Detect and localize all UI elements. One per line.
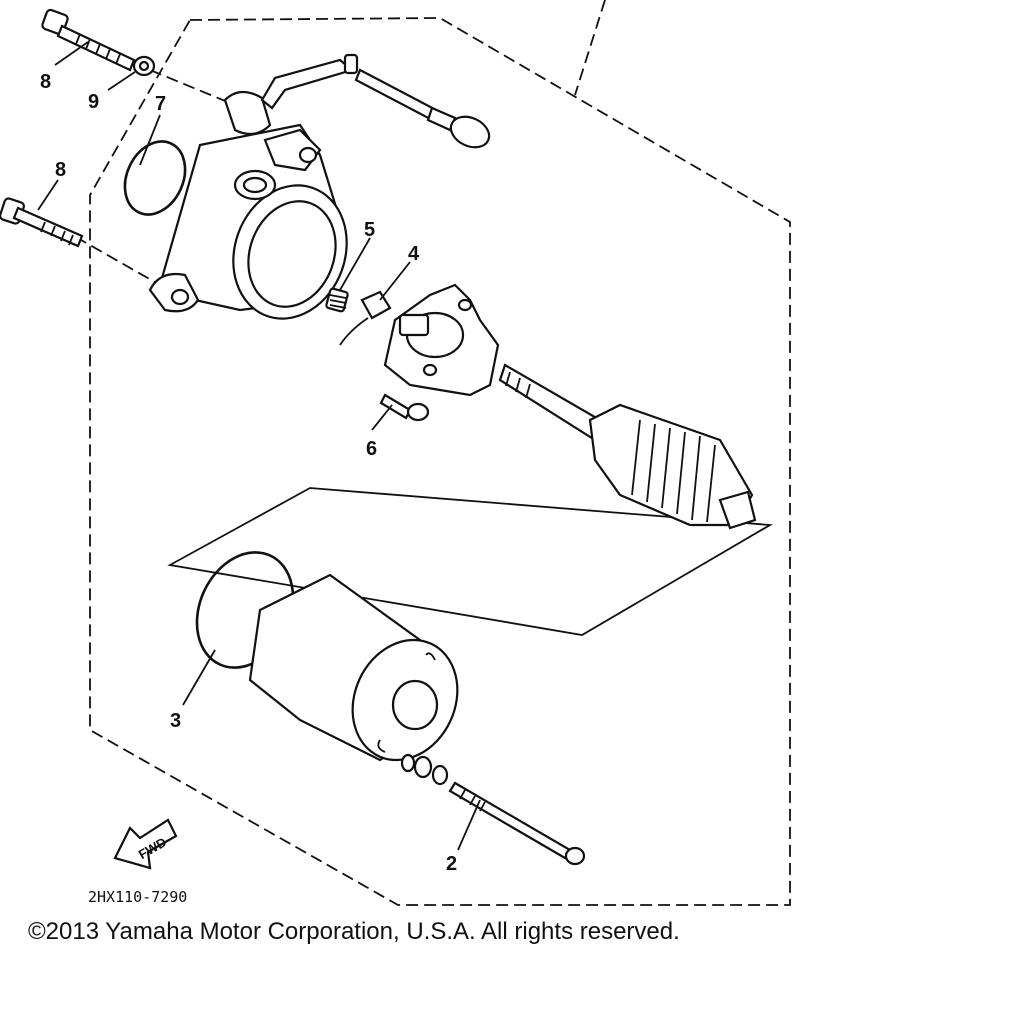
armature xyxy=(498,363,757,530)
o-ring-7 xyxy=(123,140,187,216)
screw-6 xyxy=(379,393,430,422)
boundary-leader xyxy=(574,0,606,96)
callout-6: 6 xyxy=(366,438,377,460)
copyright-notice: ©2013 Yamaha Motor Corporation, U.S.A. A… xyxy=(28,918,680,945)
diagram-code: 2HX110-7290 xyxy=(88,888,187,906)
fwd-arrow-icon: FWD xyxy=(113,818,178,870)
callout-8-lower: 8 xyxy=(55,159,66,181)
assembly-boundary xyxy=(89,17,791,906)
bolt-8-lower xyxy=(0,197,84,248)
brush-4 xyxy=(339,290,392,346)
brush-holder-plate xyxy=(383,283,500,397)
callout-4: 4 xyxy=(408,243,420,265)
spring-5 xyxy=(325,287,349,313)
front-cover-housing xyxy=(148,90,348,320)
axis-line-bolt9 xyxy=(149,69,236,106)
callout-9: 9 xyxy=(88,91,99,113)
callout-leaders xyxy=(37,41,481,851)
armature-guide xyxy=(167,487,773,636)
washer-9 xyxy=(132,55,156,77)
callout-8-upper: 8 xyxy=(40,71,51,93)
callout-7: 7 xyxy=(155,93,166,115)
bolt-8-upper xyxy=(41,8,136,72)
callout-2: 2 xyxy=(446,853,457,875)
yoke-motor-body xyxy=(248,573,459,762)
washers-bolt-2 xyxy=(400,753,449,786)
callout-5: 5 xyxy=(364,219,375,241)
lead-wire xyxy=(260,53,491,149)
callout-3: 3 xyxy=(170,710,181,732)
